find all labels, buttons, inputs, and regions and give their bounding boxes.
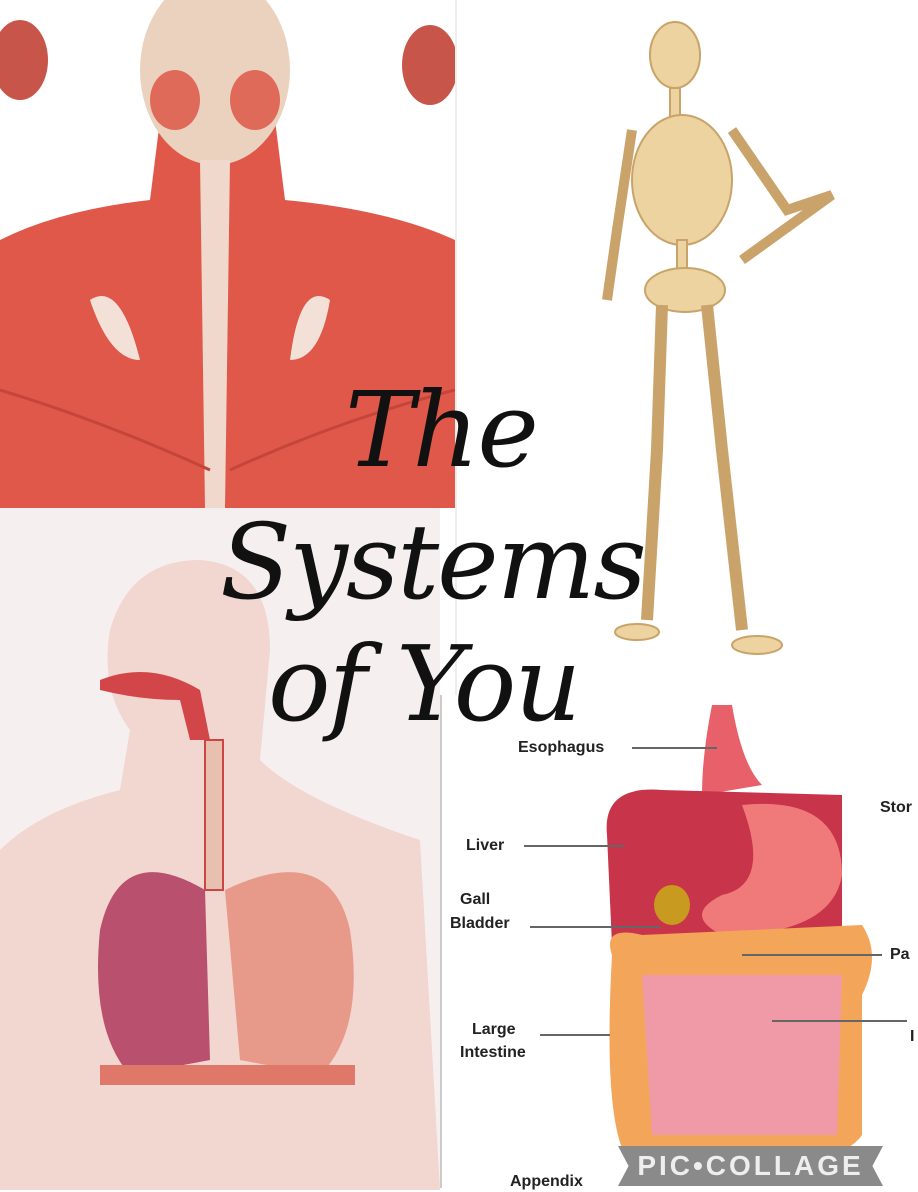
label-gall-2: Bladder — [450, 915, 510, 932]
label-small-intestine: I — [910, 1028, 915, 1045]
respiratory-system-image — [0, 508, 440, 1190]
pic-collage-watermark: PIC•COLLAGE — [618, 1146, 883, 1186]
skeletal-system-image — [455, 0, 918, 695]
label-appendix: Appendix — [510, 1173, 583, 1190]
digestive-system-image — [440, 695, 918, 1188]
label-stomach: Stor — [880, 799, 912, 816]
label-liver: Liver — [466, 837, 505, 854]
label-gall-1: Gall — [460, 891, 491, 908]
muscular-system-image — [0, 0, 455, 508]
title-line-3: of You — [268, 623, 581, 745]
label-large-2: Intestine — [460, 1044, 526, 1061]
label-pancreas: Pa — [890, 946, 910, 963]
label-esophagus: Esophagus — [518, 739, 605, 756]
title-line-1: The — [345, 369, 539, 491]
label-large-1: Large — [472, 1021, 516, 1038]
title-line-2: Systems — [220, 501, 647, 623]
